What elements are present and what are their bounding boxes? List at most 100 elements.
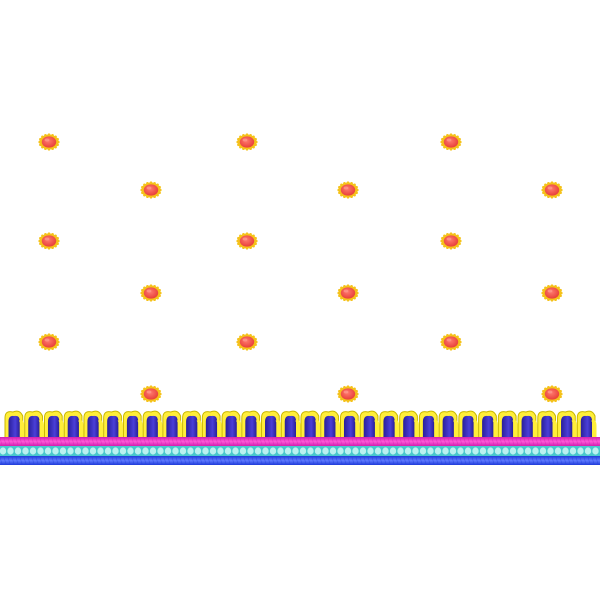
scallop-motif	[438, 410, 459, 442]
scallop-motif	[517, 410, 538, 442]
cyan-bead	[238, 446, 247, 456]
scallop-motif	[221, 410, 242, 442]
cyan-bead	[253, 446, 262, 456]
cyan-bead	[283, 446, 292, 456]
red-sequin-dot	[140, 181, 162, 199]
scalloped-border	[0, 410, 600, 465]
scallop-motif	[162, 410, 183, 442]
cyan-bead	[141, 446, 150, 456]
red-sequin-dot	[337, 284, 359, 302]
cyan-bead	[366, 446, 375, 456]
scallop-motif	[320, 410, 340, 442]
cyan-bead	[569, 446, 578, 456]
cyan-bead	[486, 446, 495, 456]
cyan-bead	[156, 446, 165, 456]
cyan-bead	[591, 446, 600, 456]
scallop-motif	[339, 410, 360, 442]
scallop-motif	[458, 410, 479, 442]
cyan-bead	[358, 446, 367, 456]
cyan-bead	[478, 446, 487, 456]
cyan-bead	[291, 446, 300, 456]
cyan-bead	[96, 446, 105, 456]
cyan-bead	[223, 446, 232, 456]
scallop-motif	[241, 410, 262, 442]
scallop-motif	[537, 410, 558, 442]
cyan-bead	[81, 446, 90, 456]
cyan-bead	[546, 446, 555, 456]
cyan-bead	[178, 446, 187, 456]
red-sequin-dot	[140, 284, 162, 302]
cyan-bead	[463, 446, 472, 456]
scallop-motif	[122, 410, 143, 442]
red-sequin-dot	[38, 333, 60, 351]
cyan-bead	[6, 446, 15, 456]
red-sequin-dot	[440, 133, 462, 151]
scallop-motif	[142, 410, 163, 442]
scallop-motif	[63, 410, 84, 442]
red-sequin-dot	[440, 232, 462, 250]
cyan-bead	[231, 446, 240, 456]
scallop-motif	[201, 410, 222, 442]
cyan-bead	[246, 446, 255, 456]
cyan-bead	[216, 446, 225, 456]
cyan-bead	[163, 446, 172, 456]
scallop-motif	[83, 410, 104, 442]
cyan-bead	[471, 446, 480, 456]
cyan-bead	[313, 446, 322, 456]
cyan-bead	[148, 446, 157, 456]
scallop-motif	[399, 410, 419, 442]
cyan-bead	[448, 446, 457, 456]
cyan-bead	[306, 446, 315, 456]
cyan-bead	[119, 446, 128, 456]
red-sequin-dot	[337, 385, 359, 403]
cyan-bead	[426, 446, 435, 456]
scallop-motif	[280, 410, 301, 442]
cyan-bead	[201, 446, 210, 456]
cyan-bead	[89, 446, 98, 456]
cyan-bead	[403, 446, 412, 456]
red-sequin-dot	[541, 181, 563, 199]
cyan-bead	[0, 446, 7, 456]
cyan-bead	[66, 446, 75, 456]
cyan-bead	[501, 446, 510, 456]
cyan-bead	[268, 446, 277, 456]
cyan-bead	[193, 446, 202, 456]
cyan-bead	[126, 446, 135, 456]
cyan-bead	[584, 446, 593, 456]
scallop-motif	[557, 410, 577, 442]
cyan-bead	[433, 446, 442, 456]
cyan-bead	[524, 446, 533, 456]
cyan-bead	[441, 446, 450, 456]
cyan-bead	[186, 446, 195, 456]
cyan-bead	[104, 446, 113, 456]
cyan-bead	[554, 446, 563, 456]
cyan-bead	[508, 446, 517, 456]
cyan-bead	[21, 446, 30, 456]
cyan-bead	[51, 446, 60, 456]
cyan-bead	[44, 446, 53, 456]
red-sequin-dot	[38, 133, 60, 151]
cyan-bead	[418, 446, 427, 456]
cyan-bead	[261, 446, 270, 456]
cyan-bead	[493, 446, 502, 456]
red-sequin-dot	[541, 385, 563, 403]
cyan-bead	[208, 446, 217, 456]
scallop-motif	[300, 410, 321, 442]
cyan-bead	[276, 446, 285, 456]
scallop-motif	[24, 410, 44, 442]
cyan-bead	[373, 446, 382, 456]
cyan-bead	[343, 446, 352, 456]
cyan-bead	[36, 446, 45, 456]
cyan-bead	[336, 446, 345, 456]
cyan-bead	[388, 446, 397, 456]
scallop-motif	[478, 410, 498, 442]
red-sequin-dot	[236, 232, 258, 250]
cyan-bead	[456, 446, 465, 456]
cyan-bead	[561, 446, 570, 456]
scallop-motif	[103, 410, 123, 442]
cyan-bead	[381, 446, 390, 456]
blue-stitch-band	[0, 456, 600, 465]
cyan-bead	[74, 446, 83, 456]
scallop-motif	[261, 410, 281, 442]
